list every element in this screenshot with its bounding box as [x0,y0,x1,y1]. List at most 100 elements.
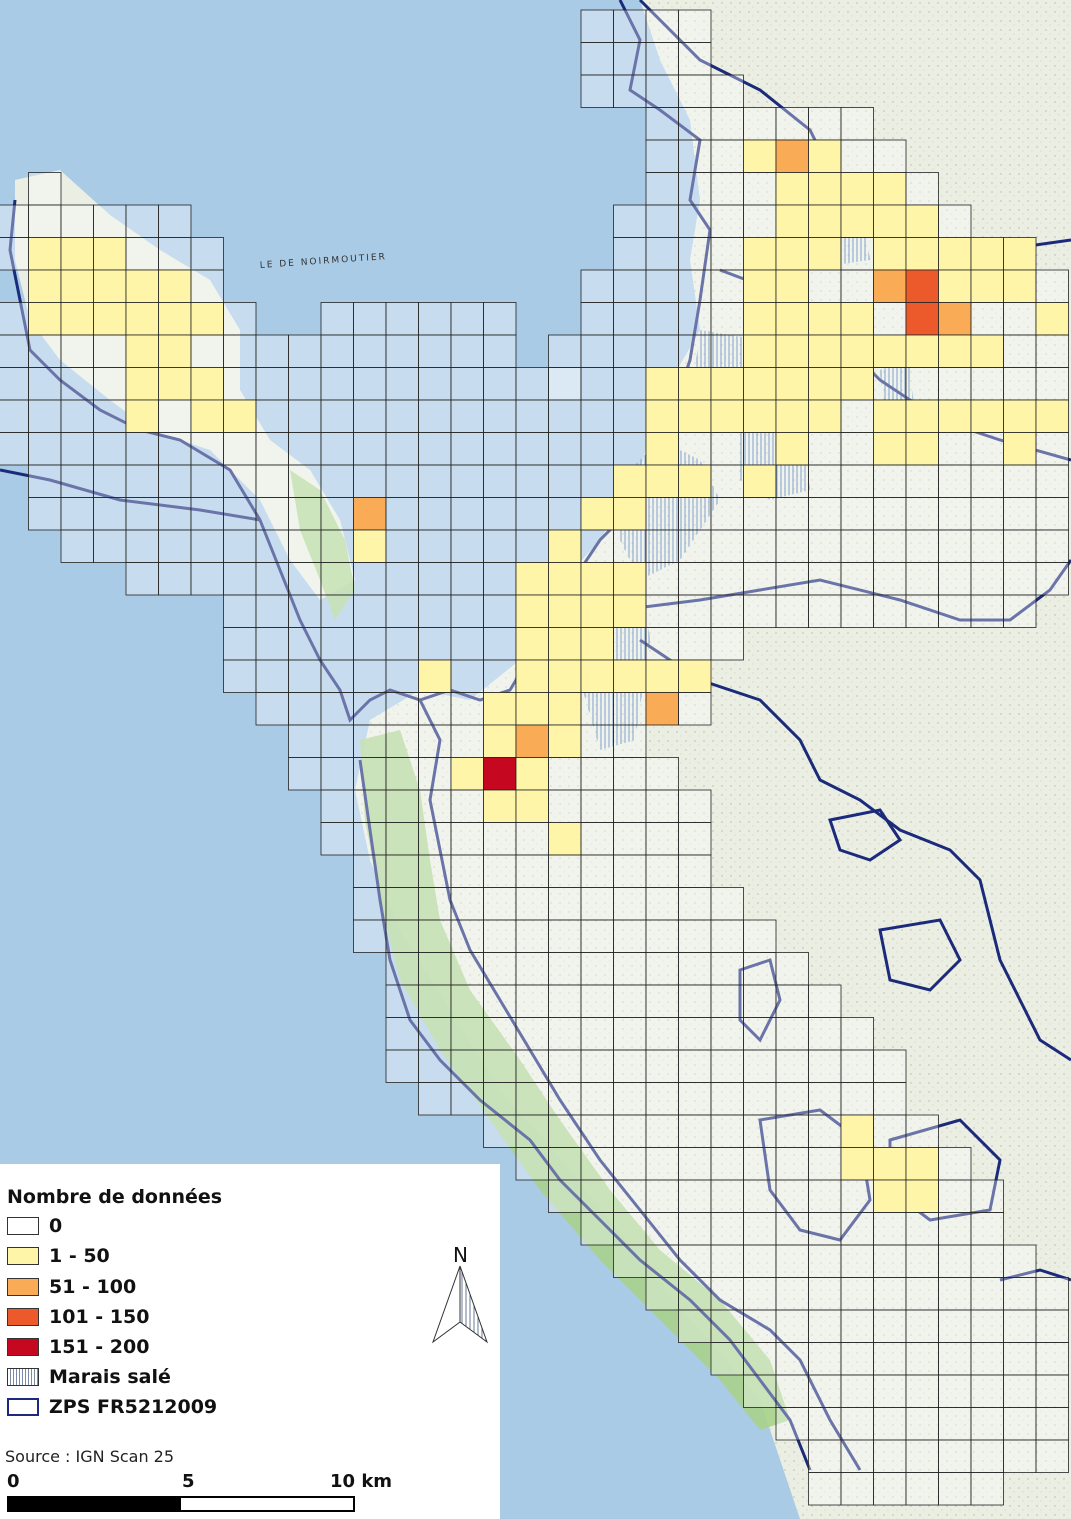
grid-cell [548,1082,582,1116]
grid-cell [255,562,289,596]
grid-cell [775,334,809,368]
grid-cell [320,497,354,531]
grid-cell [580,42,614,76]
grid-cell [743,237,777,271]
grid-cell [1003,399,1037,433]
grid-cell [1035,464,1069,498]
grid-cell [775,107,809,141]
grid-cell [905,1407,939,1441]
grid-cell [450,627,484,661]
grid-cell [385,529,419,563]
grid-cell [548,594,582,628]
grid-cell [678,919,712,953]
grid-cell [483,724,517,758]
grid-cell [223,464,257,498]
grid-cell [158,302,192,336]
grid-cell [580,692,614,726]
grid-cell [808,1049,842,1083]
grid-cell [320,464,354,498]
grid-cell [613,1049,647,1083]
grid-cell [548,724,582,758]
grid-cell [613,659,647,693]
grid-cell [418,432,452,466]
grid-cell [710,1147,744,1181]
grid-cell [353,399,387,433]
grid-cell [60,302,94,336]
grid-cell [60,432,94,466]
grid-cell [808,1114,842,1148]
grid-cell [710,497,744,531]
grid-cell [255,627,289,661]
grid-cell [645,367,679,401]
grid-cell [125,302,159,336]
grid-cell [678,204,712,238]
grid-cell [515,497,549,531]
grid-cell [808,204,842,238]
grid-cell [548,692,582,726]
grid-cell [418,757,452,791]
grid-cell [418,1017,452,1051]
grid-cell [678,497,712,531]
grid-cell [840,1277,874,1311]
grid-cell [873,562,907,596]
grid-cell [1035,367,1069,401]
grid-cell [418,1082,452,1116]
grid-cell [288,432,322,466]
grid-cell [678,172,712,206]
grid-cell [450,497,484,531]
grid-cell [743,562,777,596]
grid-cell [645,107,679,141]
grid-cell [483,594,517,628]
grid-cell [158,562,192,596]
grid-cell [873,497,907,531]
grid-cell [223,627,257,661]
grid-cell [710,1017,744,1051]
grid-cell [515,1147,549,1181]
grid-cell [418,952,452,986]
grid-cell [515,822,549,856]
grid-cell [385,1049,419,1083]
grid-cell [645,757,679,791]
grid-cell [418,919,452,953]
grid-cell [808,529,842,563]
grid-cell [970,432,1004,466]
legend-item-2: 51 - 100 [7,1275,136,1299]
grid-cell [645,887,679,921]
grid-cell [515,789,549,823]
grid-cell [645,1179,679,1213]
grid-cell [970,237,1004,271]
grid-cell [548,432,582,466]
grid-cell [970,302,1004,336]
grid-cell [450,1017,484,1051]
grid-cell [515,952,549,986]
grid-cell [645,74,679,108]
grid-cell [808,1407,842,1441]
grid-cell [223,334,257,368]
grid-cell [418,562,452,596]
grid-cell [938,497,972,531]
grid-cell [158,269,192,303]
grid-cell [678,822,712,856]
grid-cell [1003,1342,1037,1376]
grid-cell [60,464,94,498]
grid-cell [450,399,484,433]
grid-cell [710,1114,744,1148]
grid-cell [873,237,907,271]
grid-cell [678,984,712,1018]
grid-cell [710,627,744,661]
grid-cell [125,529,159,563]
grid-cell [710,952,744,986]
grid-cell [483,692,517,726]
grid-cell [873,594,907,628]
grid-cell [678,1179,712,1213]
grid-cell [645,237,679,271]
grid-cell [743,269,777,303]
grid-cell [515,594,549,628]
grid-cell [775,562,809,596]
grid-cell [418,497,452,531]
grid-cell [840,1017,874,1051]
grid-cell [775,269,809,303]
grid-cell [353,724,387,758]
grid-cell [515,854,549,888]
